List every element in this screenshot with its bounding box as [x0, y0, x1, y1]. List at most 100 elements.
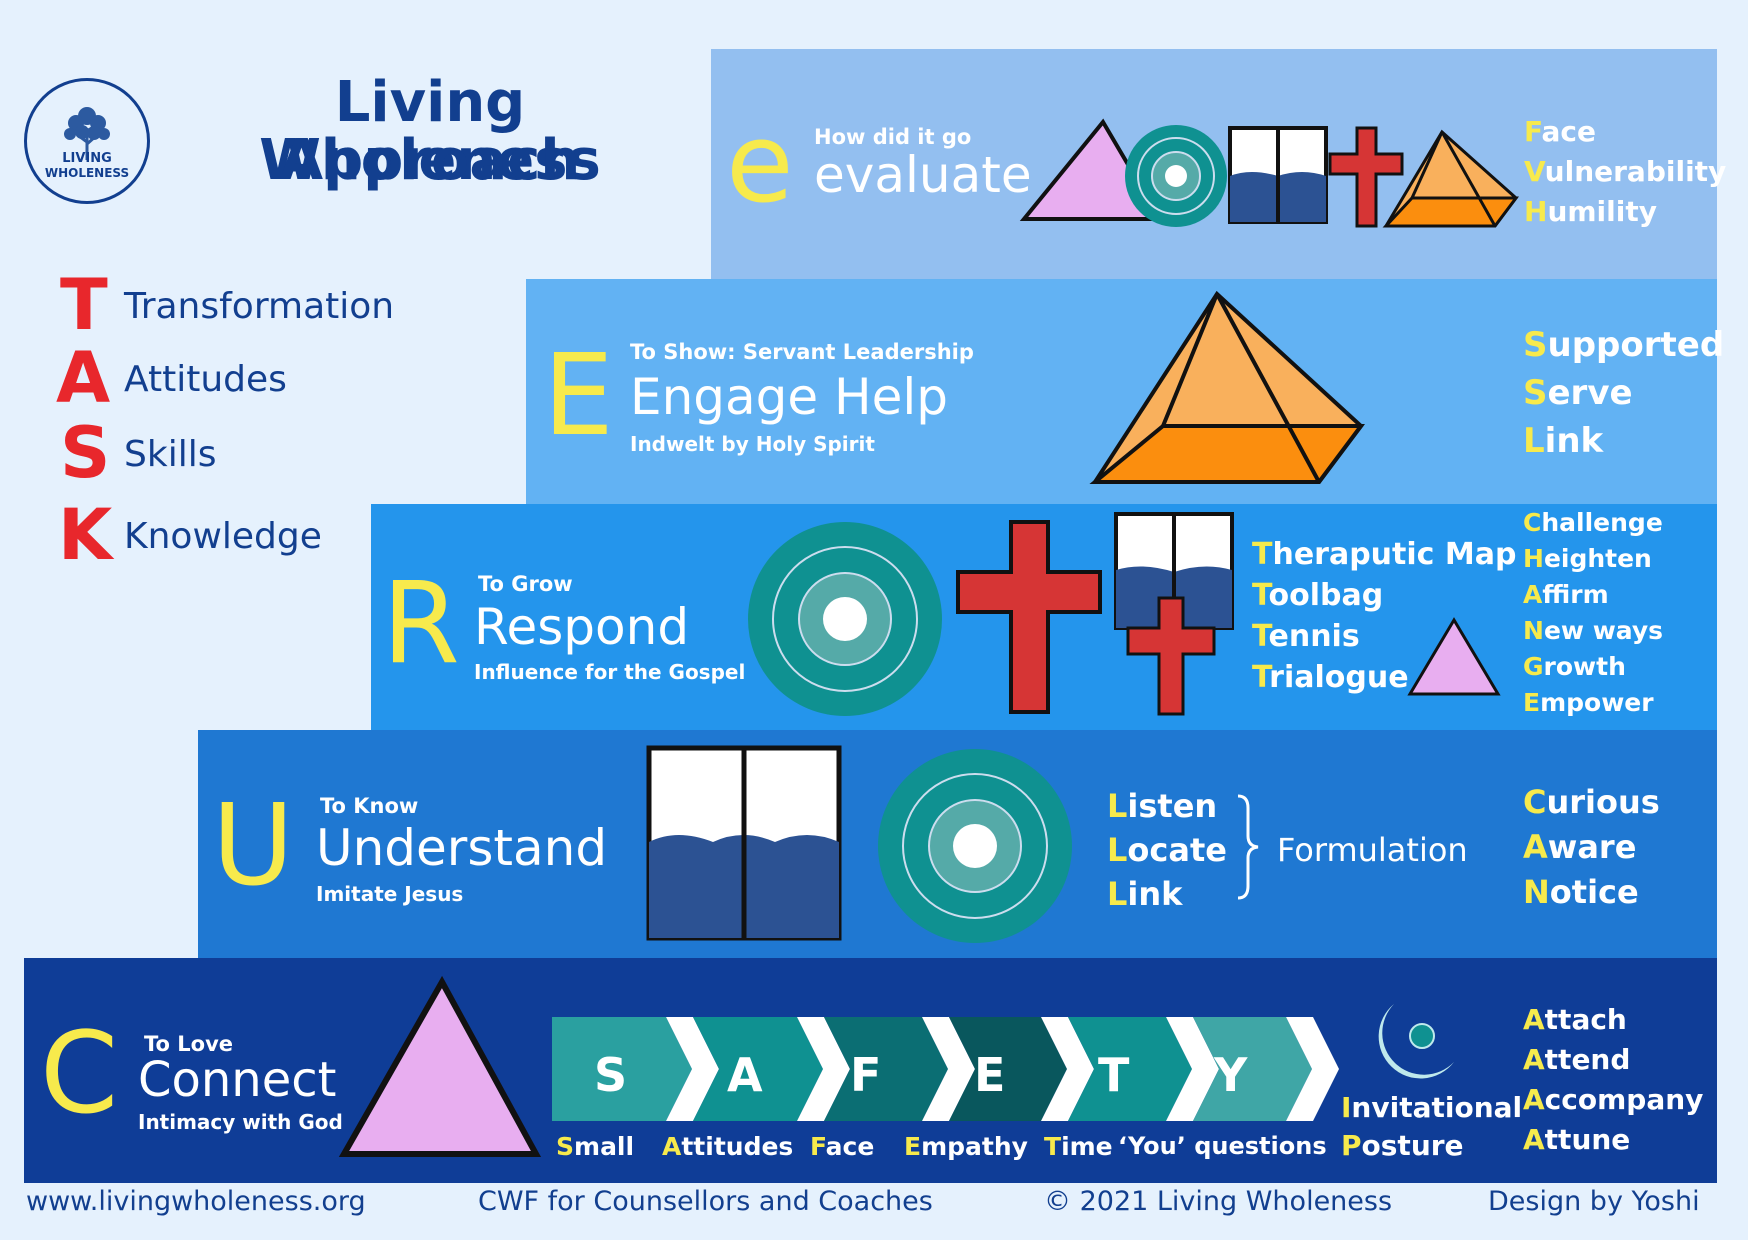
understand-lll-item: Link — [1107, 875, 1183, 913]
safety-letter-e: E — [974, 1048, 1006, 1102]
book-icon — [1228, 126, 1328, 224]
task-word-skills: Skills — [124, 434, 217, 475]
respond-list-item: Growth — [1523, 652, 1626, 681]
evaluate-list: Face Vulnerability Humility — [1524, 118, 1726, 238]
safety-word: Time — [1044, 1132, 1113, 1161]
respond-list-item: Challenge — [1523, 508, 1663, 537]
footer-cwf: CWF for Counsellors and Coaches — [478, 1186, 933, 1217]
respond-tools: Theraputic Map Toolbag Tennis Trialogue — [1252, 540, 1516, 704]
respond-icons — [748, 512, 1501, 716]
respond-sub: Influence for the Gospel — [474, 660, 746, 684]
safety-letter-y: Y — [1214, 1048, 1248, 1102]
connect-title: Connect — [138, 1052, 337, 1108]
task-letter-t: T — [60, 264, 108, 346]
connect-list: Attach Attend Accompany Attune — [1523, 1006, 1703, 1166]
understand-sub: Imitate Jesus — [316, 882, 464, 906]
engage-letter: E — [543, 331, 614, 461]
target-icon — [1125, 125, 1227, 227]
understand-icons — [646, 745, 1072, 943]
connect-list-item: Attune — [1523, 1123, 1631, 1156]
triangle-icon — [338, 975, 542, 1157]
page-title-line1: Living Wholeness — [259, 70, 601, 193]
connect-sub: Intimacy with God — [138, 1110, 343, 1134]
evaluate-letter: e — [726, 99, 794, 227]
safety-letter-s: S — [594, 1048, 628, 1102]
evaluate-list-item: Face — [1524, 115, 1596, 148]
evaluate-list-item: Humility — [1524, 195, 1657, 228]
respond-pre: To Grow — [478, 572, 573, 596]
connect-list-item: Attach — [1523, 1003, 1627, 1036]
task-letter-a: A — [56, 337, 111, 419]
understand-list-item: Aware — [1523, 828, 1637, 866]
logo-text-2: WHOLENESS — [44, 166, 130, 180]
respond-title: Respond — [474, 598, 690, 656]
respond-list-item: Affirm — [1523, 580, 1609, 609]
task-word-attitudes: Attitudes — [124, 359, 287, 400]
understand-title: Understand — [316, 819, 608, 877]
brace-icon — [1237, 794, 1259, 900]
respond-list-item: New ways — [1523, 616, 1664, 645]
understand-lll-item: Listen — [1107, 787, 1218, 825]
posture-line: Invitational — [1341, 1091, 1523, 1124]
cross-icon — [956, 520, 1102, 714]
footer-design: Design by Yoshi — [1488, 1186, 1700, 1217]
understand-letter: U — [212, 781, 294, 911]
safety-letter-a: A — [727, 1048, 763, 1102]
understand-lll-item: Locate — [1107, 831, 1227, 869]
respond-list: Challenge Heighten Affirm New ways Growt… — [1523, 510, 1663, 726]
logo-text-1: LIVING — [62, 151, 112, 166]
target-icon — [878, 749, 1072, 943]
understand-list-item: Notice — [1523, 873, 1639, 911]
large-pyramid-icon — [1089, 290, 1365, 484]
safety-word: Small — [556, 1132, 635, 1161]
task-letter-k: K — [58, 494, 113, 576]
understand-pre: To Know — [320, 794, 419, 818]
safety-word: Attitudes — [662, 1132, 794, 1161]
respond-tool-item: Toolbag — [1252, 578, 1384, 613]
understand-list-item: Curious — [1523, 783, 1660, 821]
connect-list-item: Attend — [1523, 1043, 1631, 1076]
footer-url[interactable]: www.livingwholeness.org — [26, 1186, 366, 1217]
triangle-icon — [1407, 617, 1501, 696]
safety-letter-t: T — [1098, 1048, 1130, 1102]
formulation-label: Formulation — [1277, 831, 1468, 869]
respond-tool-item: Tennis — [1252, 619, 1360, 654]
task-letter-s: S — [60, 412, 111, 494]
safety-word: Empathy — [904, 1132, 1028, 1161]
respond-list-item: Empower — [1523, 688, 1654, 717]
safety-word: ‘You’ questions — [1118, 1132, 1327, 1160]
cross-icon — [1328, 126, 1404, 228]
safety-word: Face — [810, 1132, 875, 1161]
connect-letter: C — [40, 1009, 119, 1139]
posture-line: Posture — [1341, 1129, 1464, 1162]
safety-letter-f: F — [850, 1048, 882, 1102]
posture-label: Invitational Posture — [1341, 1094, 1522, 1170]
respond-tool-item: Theraputic Map — [1252, 537, 1517, 572]
understand-list: Curious Aware Notice — [1523, 786, 1660, 921]
logo: LIVING WHOLENESS — [24, 78, 150, 204]
small-cross-icon — [1126, 596, 1216, 716]
task-word-knowledge: Knowledge — [124, 516, 322, 557]
safety-chevrons — [552, 1017, 1339, 1121]
engage-list-item: Link — [1523, 421, 1604, 461]
evaluate-pre: How did it go — [814, 125, 972, 149]
engage-list-item: Supported — [1523, 325, 1725, 365]
engage-sub: Indwelt by Holy Spirit — [630, 432, 875, 456]
understand-lll: Listen Locate Link — [1107, 790, 1227, 922]
tree-icon — [64, 107, 110, 160]
evaluate-list-item: Vulnerability — [1524, 155, 1727, 188]
engage-list: Supported Serve Link — [1523, 328, 1724, 472]
task-word-transformation: Transformation — [124, 286, 395, 327]
respond-tool-item: Trialogue — [1252, 660, 1409, 695]
respond-letter: R — [382, 559, 460, 689]
book-icon — [646, 745, 842, 941]
footer-copyright: © 2021 Living Wholeness — [1044, 1186, 1393, 1217]
connect-pre: To Love — [144, 1032, 234, 1056]
engage-title: Engage Help — [630, 368, 949, 426]
evaluate-title: evaluate — [814, 146, 1032, 204]
pyramid-icon — [1382, 129, 1519, 228]
moon-icon — [1378, 1004, 1454, 1079]
page-title-line2: Approach — [279, 128, 581, 193]
connect-list-item: Accompany — [1523, 1083, 1704, 1116]
respond-list-item: Heighten — [1523, 544, 1652, 573]
